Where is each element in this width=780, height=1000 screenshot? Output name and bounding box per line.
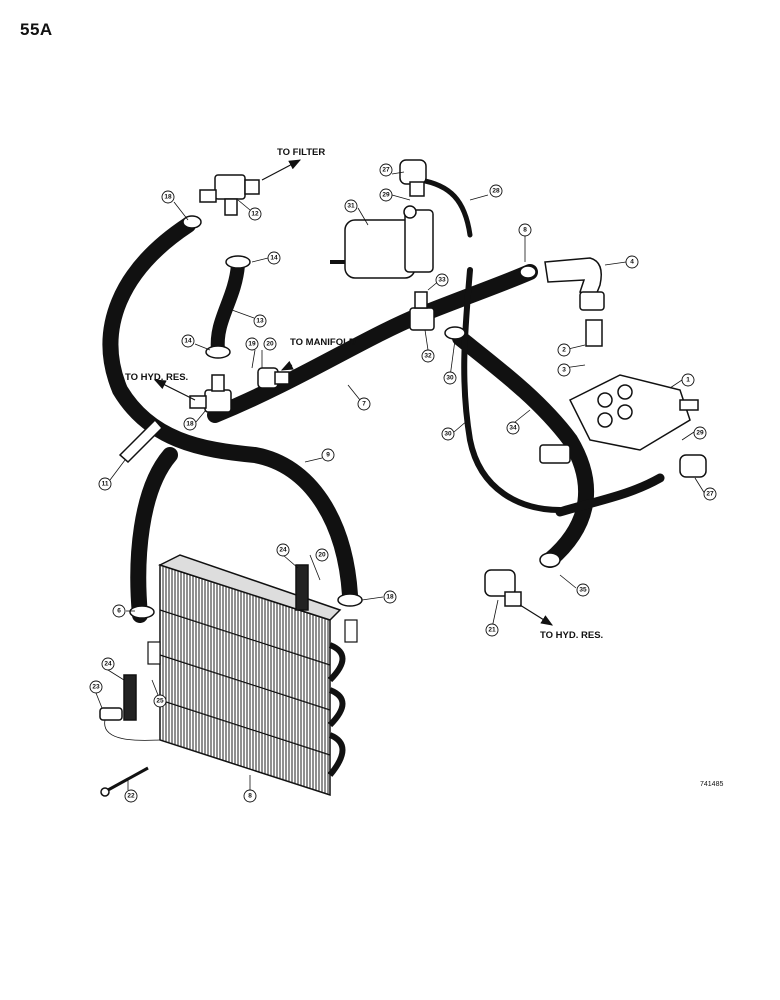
hose-34 [452,330,595,568]
callout-24a: 24 [279,547,287,554]
callout-29b: 29 [696,430,704,437]
callout-23: 23 [92,684,100,691]
hydraulic-pump-31 [330,205,434,279]
tee-fitting-12 [199,174,260,216]
callout-29a: 29 [382,192,390,199]
tube-28 [417,177,473,238]
elbow-11 [118,418,164,464]
callout-4: 4 [630,259,634,266]
callout-20b: 20 [318,552,326,559]
elbow-4 [544,257,605,311]
callout-8b: 8 [523,227,527,234]
spacer-23 [99,707,123,721]
callout-9: 9 [326,452,330,459]
connector-2 [585,319,603,347]
label-to-hyd-res-left: TO HYD. RES. [125,372,188,383]
bracket-24-upper [295,564,309,611]
callout-25: 25 [156,698,164,705]
flow-arrows [153,159,554,626]
callout-6: 6 [117,608,121,615]
tee-fitting-32 [409,291,435,331]
arrow-to-manifold [280,360,294,371]
oil-cooler-8 [147,554,358,797]
elbow-fitting-27-top [399,159,427,197]
hoses [102,177,665,623]
callout-18a: 18 [164,194,172,201]
callout-18c: 18 [386,594,394,601]
leader-lines [95,171,706,790]
callout-27a: 27 [382,167,390,174]
callout-20a: 20 [266,341,274,348]
bracket-24-lower [123,674,137,721]
callouts [89,163,717,803]
callout-32: 32 [424,353,432,360]
callout-22: 22 [127,793,135,800]
callout-1: 1 [686,377,690,384]
bolt-22 [100,719,161,797]
hose-7 [207,264,538,423]
callout-28: 28 [492,188,500,195]
callout-35: 35 [579,587,587,594]
elbow-fitting-27-right [679,454,707,478]
callout-14a: 14 [270,255,278,262]
callout-13: 13 [256,318,264,325]
callout-numbers: 18 12 14 13 14 19 20 18 11 7 9 6 18 24 2… [92,167,714,800]
label-to-manifold: TO MANIFOLD [290,337,356,348]
callout-33: 33 [438,277,446,284]
callout-19: 19 [248,341,256,348]
arrow-to-filter [261,159,302,181]
callout-30b: 30 [444,431,452,438]
hose-13 [210,258,245,357]
elbow-fitting-21 [484,569,522,607]
page-number: 55A [20,20,53,39]
drawing-code: 741485 [700,781,723,788]
tube-30 [461,267,563,513]
label-to-filter: TO FILTER [277,147,325,158]
callout-34: 34 [509,425,517,432]
hose-left-lower [130,447,178,623]
callout-31: 31 [347,203,355,210]
callout-3: 3 [562,367,566,374]
callout-14b: 14 [184,338,192,345]
callout-7: 7 [362,401,366,408]
callout-30a: 30 [446,375,454,382]
arrow-to-hyd-res-left [153,379,196,401]
callout-11: 11 [102,481,109,488]
label-to-hyd-res-bottom: TO HYD. RES. [540,630,603,641]
callout-12: 12 [251,211,259,218]
callout-21: 21 [488,627,496,634]
callout-18b: 18 [186,421,194,428]
callout-2: 2 [562,347,566,354]
elbow-fitting-18 [189,374,232,413]
callout-27b: 27 [706,491,714,498]
callout-8: 8 [248,793,252,800]
arrow-to-hyd-res-bottom [519,604,554,626]
hose-27-lower [555,473,665,517]
adapter-19 [257,367,290,389]
control-valve-1 [539,374,699,464]
callout-24b: 24 [104,661,112,668]
hose-9-upper [102,217,358,603]
